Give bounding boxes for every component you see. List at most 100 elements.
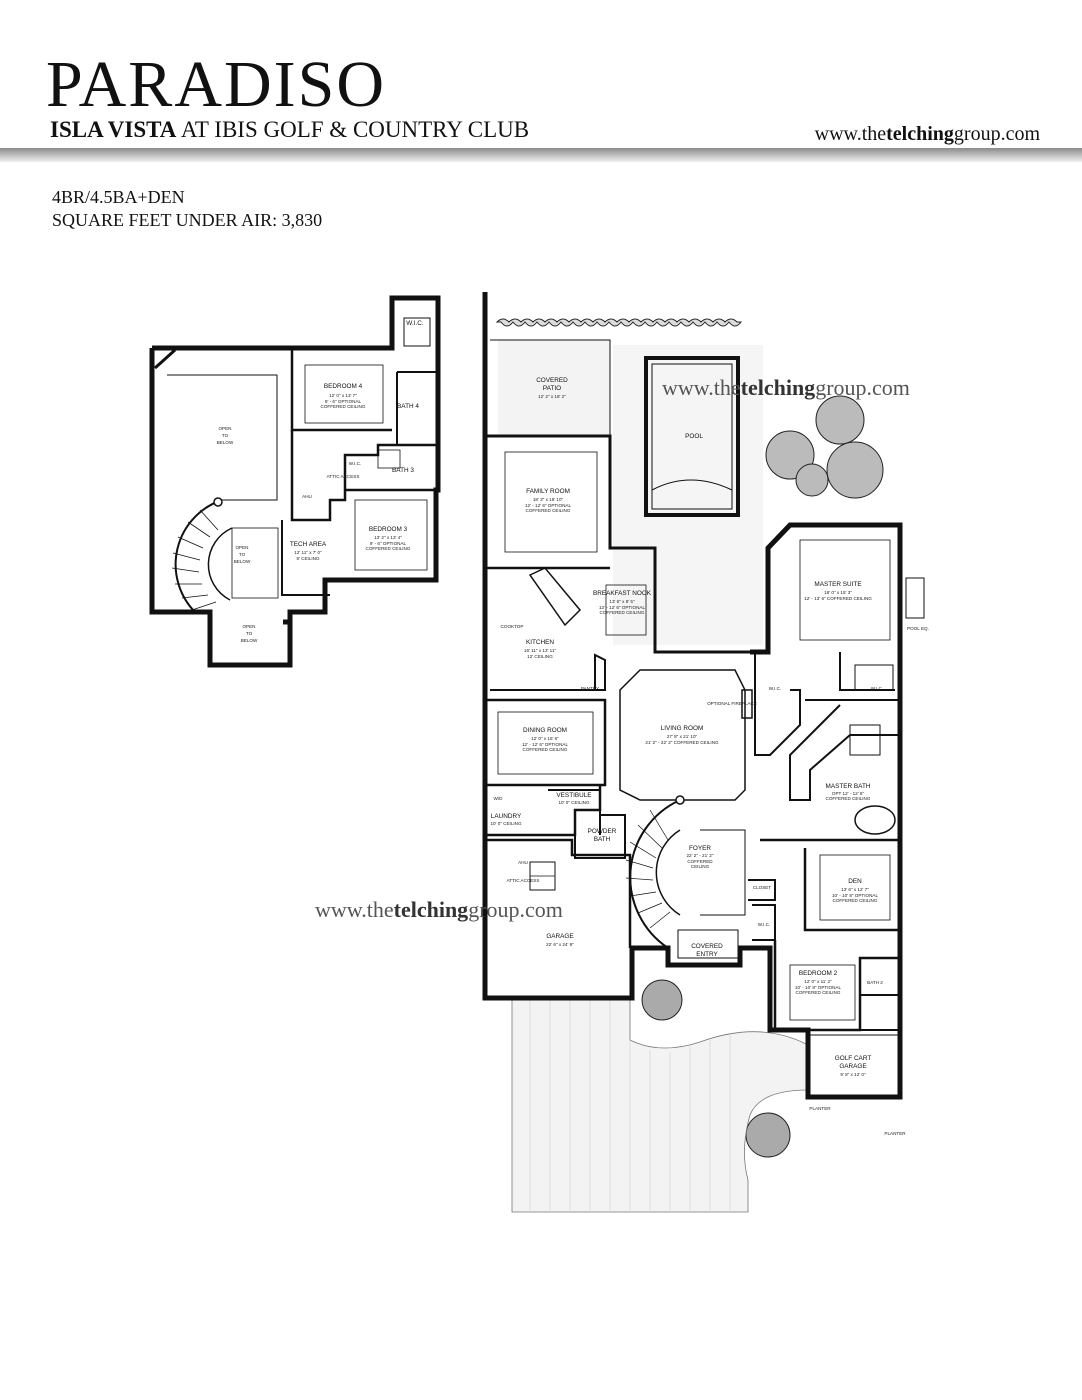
- room-note-living-room: 21' 2" - 22' 2" COFFERED CEILING: [645, 740, 719, 745]
- room-dims-kitchen: 16' 11" x 13' 11": [524, 648, 557, 653]
- room-note-breakfast-nook-1: 12' - 12' 6" OPTIONAL: [599, 605, 645, 610]
- room-label-covered-entry-2: ENTRY: [696, 951, 718, 958]
- room-note-tech-area: 8' CEILING: [296, 556, 320, 561]
- room-label-golf-cart-2: GARAGE: [839, 1063, 866, 1070]
- room-note-bedroom4-2: COFFERED CEILING: [321, 404, 366, 409]
- room-label-wic2: W.I.C.: [349, 461, 362, 466]
- plan-subtitle: ISLA VISTA AT IBIS GOLF & COUNTRY CLUB: [50, 118, 529, 141]
- room-label-covered-patio-2: PATIO: [543, 385, 561, 392]
- club-name: AT IBIS GOLF & COUNTRY CLUB: [180, 117, 530, 142]
- tree-cluster: [765, 395, 884, 499]
- front-planting: [641, 979, 791, 1158]
- open-below-3-l2: TO: [246, 631, 253, 636]
- room-label-breakfast-nook: BREAKFAST NOOK: [593, 590, 652, 597]
- room-label-dining-room: DINING ROOM: [523, 727, 567, 734]
- room-label-powder: POWDER: [588, 828, 617, 835]
- room-label-wic-a: W.I.C.: [769, 686, 782, 691]
- room-note-kitchen: 12' CEILING: [527, 654, 553, 659]
- pantry-label: PANTRY: [581, 686, 599, 691]
- room-label-bath2: BATH 2: [867, 980, 883, 985]
- room-dims-foyer: 22' 2" - 21' 2": [687, 853, 714, 858]
- room-note-family-room-2: COFFERED CEILING: [526, 508, 571, 513]
- foyer-stair-treads: [625, 809, 671, 929]
- room-label-covered-patio: COVERED: [536, 377, 568, 384]
- open-below-2-l3: BELOW: [234, 559, 251, 564]
- second-floor-plan: [149, 295, 441, 668]
- ahu-label-first: AHU: [518, 860, 528, 865]
- ahu-label: AHU: [302, 494, 312, 499]
- open-below-1-l2: TO: [222, 433, 229, 438]
- room-label-living-room: LIVING ROOM: [661, 725, 704, 732]
- room-note-foyer-2: CEILING: [691, 864, 710, 869]
- cooktop-label: COOKTOP: [501, 624, 524, 629]
- room-note-bedroom2-1: 10' - 10' 8" OPTIONAL: [795, 985, 841, 990]
- second-floor-labels: W.I.C. BEDROOM 4 12' 0" x 13' 7" 9' - 6"…: [217, 320, 424, 643]
- room-dims-dining-room: 12' 0" x 15' 6": [531, 736, 559, 741]
- room-note-master-suite: 12' - 13' 6" COFFERED CEILING: [804, 596, 872, 601]
- pool-label: POOL: [685, 433, 703, 440]
- room-label-den: DEN: [848, 878, 862, 885]
- room-label-kitchen: KITCHEN: [526, 639, 554, 646]
- closet-label: CLOSET: [753, 885, 772, 890]
- plan-specs: 4BR/4.5BA+DEN SQUARE FEET UNDER AIR: 3,8…: [52, 186, 322, 232]
- room-label-master-suite: MASTER SUITE: [814, 581, 861, 588]
- open-below-3-l1: OPEN: [242, 624, 255, 629]
- room-label-bath4: BATH 4: [397, 403, 419, 410]
- room-note-dining-room-1: 12' - 12' 6" OPTIONAL: [522, 742, 568, 747]
- room-label-wic-top: W.I.C.: [406, 320, 424, 327]
- room-label-wic-b: W.I.C.: [871, 686, 884, 691]
- room-dims-den: 13' 6" x 12' 7": [841, 887, 869, 892]
- square-feet: SQUARE FEET UNDER AIR: 3,830: [52, 210, 323, 230]
- community-name: ISLA VISTA: [50, 117, 177, 142]
- pool-eq-label: POOL EQ.: [907, 626, 929, 631]
- open-below-2-l2: TO: [239, 552, 246, 557]
- watermark-top: www.thetelchinggroup.com: [662, 375, 910, 400]
- room-label-master-bath: MASTER BATH: [826, 783, 871, 790]
- room-note-bedroom3-2: COFFERED CEILING: [366, 546, 411, 551]
- landscape: [495, 318, 884, 1213]
- bed-bath-count: 4BR/4.5BA+DEN: [52, 187, 185, 207]
- room-note-bedroom4-1: 9' - 6" OPTIONAL: [325, 399, 362, 404]
- room-label-golf-cart: GOLF CART: [835, 1055, 872, 1062]
- room-dims-breakfast-nook: 13' 6" x 8' 5": [609, 599, 635, 604]
- website-link[interactable]: www.thetelchinggroup.com: [814, 123, 1040, 145]
- room-note-foyer-1: COFFERED: [687, 859, 713, 864]
- room-label-tech-area: TECH AREA: [290, 541, 327, 548]
- room-note-den-1: 10' - 10' 8" OPTIONAL: [832, 893, 878, 898]
- room-label-bath3: BATH 3: [392, 467, 414, 474]
- room-dims-bedroom2: 12' 0" x 11' 2": [804, 979, 832, 984]
- room-label-foyer: FOYER: [689, 845, 711, 852]
- wd-label: W/D: [494, 796, 504, 801]
- room-label-laundry: LAUNDRY: [491, 813, 522, 820]
- room-label-powder-2: BATH: [594, 836, 611, 843]
- first-floor-plan: [482, 292, 925, 1100]
- room-dims-bedroom3: 13' 2" x 13' 4": [374, 535, 402, 540]
- room-label-vestibule: VESTIBULE: [556, 792, 591, 799]
- open-below-3-l3: BELOW: [241, 638, 258, 643]
- room-label-bedroom2: BEDROOM 2: [799, 970, 838, 977]
- room-label-bedroom3: BEDROOM 3: [369, 526, 408, 533]
- room-label-wic-c: W.I.C.: [758, 922, 771, 927]
- room-note-laundry: 10' 0" CEILING: [490, 821, 522, 826]
- room-dims-golf-cart: 9' 8" x 12' 0": [840, 1072, 866, 1077]
- room-note-vestibule: 10' 0" CEILING: [558, 800, 590, 805]
- plan-title: PARADISO: [46, 48, 387, 121]
- room-label-covered-entry: COVERED: [691, 943, 723, 950]
- room-dims-bedroom4: 12' 0" x 13' 7": [329, 393, 357, 398]
- planter-label-right: PLANTER: [884, 1131, 906, 1136]
- open-below-2-l1: OPEN: [235, 545, 248, 550]
- room-note-master-bath-1: OPT 12' - 12' 6": [832, 791, 865, 796]
- room-dims-family-room: 18' 3" x 16' 10": [533, 497, 564, 502]
- room-label-family-room: FAMILY ROOM: [526, 488, 570, 495]
- room-note-bedroom3-1: 9' - 6" OPTIONAL: [370, 541, 407, 546]
- paver-lines: [529, 1000, 731, 1210]
- planter-label-left: PLANTER: [809, 1106, 831, 1111]
- room-note-breakfast-nook-2: COFFERED CEILING: [600, 610, 645, 615]
- room-label-bedroom4: BEDROOM 4: [324, 383, 363, 390]
- room-dims-tech-area: 12' 11" x 7' 0": [294, 550, 322, 555]
- room-label-garage: GARAGE: [546, 933, 573, 940]
- attic-access-label: ATTIC ACCESS: [327, 474, 360, 479]
- room-note-family-room-1: 12' - 12' 6" OPTIONAL: [525, 503, 571, 508]
- room-dims-garage: 22' 6" x 24' 9": [546, 942, 574, 947]
